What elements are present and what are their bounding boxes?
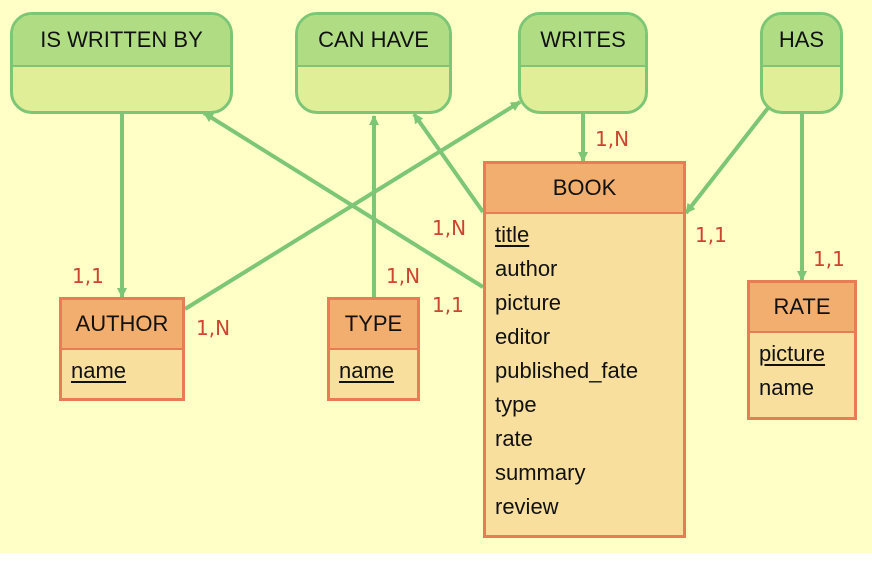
entity-book: BOOK title author picture editor publish…: [483, 161, 686, 538]
cardinality-book-is-written-by: 1,1: [432, 293, 464, 317]
entity-book-attributes: title author picture editor published_fa…: [486, 214, 683, 524]
edge-author-to-writes: [183, 100, 522, 311]
edge-book-to-can-have: [412, 112, 485, 214]
attribute-name: name: [71, 358, 127, 383]
relationship-is-written-by: IS WRITTEN BY: [10, 12, 233, 114]
attribute-title: title: [495, 222, 530, 247]
attribute-editor: editor: [495, 324, 551, 349]
attribute-name: name: [339, 358, 395, 383]
relationship-writes: WRITES: [518, 12, 648, 114]
entity-type: TYPE name: [327, 297, 420, 401]
entity-rate-title: RATE: [750, 283, 854, 333]
cardinality-writes-book: 1,N: [595, 127, 630, 151]
relationship-has: HAS: [760, 12, 843, 114]
attribute-review: review: [495, 494, 559, 519]
cardinality-author-is-written-by: 1,1: [72, 264, 104, 288]
cardinality-book-can-have: 1,N: [432, 216, 467, 240]
relationship-can-have: CAN HAVE: [295, 12, 452, 114]
cardinality-has-rate: 1,1: [813, 247, 845, 271]
entity-book-title: BOOK: [486, 164, 683, 214]
relationship-is-written-by-label: IS WRITTEN BY: [13, 15, 230, 67]
attribute-picture: picture: [759, 341, 826, 366]
entity-type-title: TYPE: [330, 300, 417, 350]
entity-rate: RATE picture name: [747, 280, 857, 420]
attribute-author: author: [495, 256, 558, 281]
entity-rate-attributes: picture name: [750, 333, 854, 405]
attribute-picture: picture: [495, 290, 562, 315]
entity-type-attributes: name: [330, 350, 417, 388]
edge-has-to-book: [684, 106, 770, 215]
attribute-summary: summary: [495, 460, 586, 485]
entity-author-title: AUTHOR: [62, 300, 182, 350]
edge-book-to-is-written-by: [202, 111, 485, 289]
cardinality-has-book: 1,1: [695, 223, 727, 247]
entity-author-attributes: name: [62, 350, 182, 388]
entity-author: AUTHOR name: [59, 297, 185, 401]
attribute-published-fate: published_fate: [495, 358, 639, 383]
attribute-type: type: [495, 392, 537, 417]
relationship-writes-label: WRITES: [521, 15, 645, 67]
attribute-rate: rate: [495, 426, 533, 451]
cardinality-type-can-have: 1,N: [386, 264, 421, 288]
relationship-has-label: HAS: [763, 15, 840, 67]
cardinality-author-writes: 1,N: [196, 316, 231, 340]
attribute-name: name: [759, 375, 815, 400]
relationship-can-have-label: CAN HAVE: [298, 15, 449, 67]
